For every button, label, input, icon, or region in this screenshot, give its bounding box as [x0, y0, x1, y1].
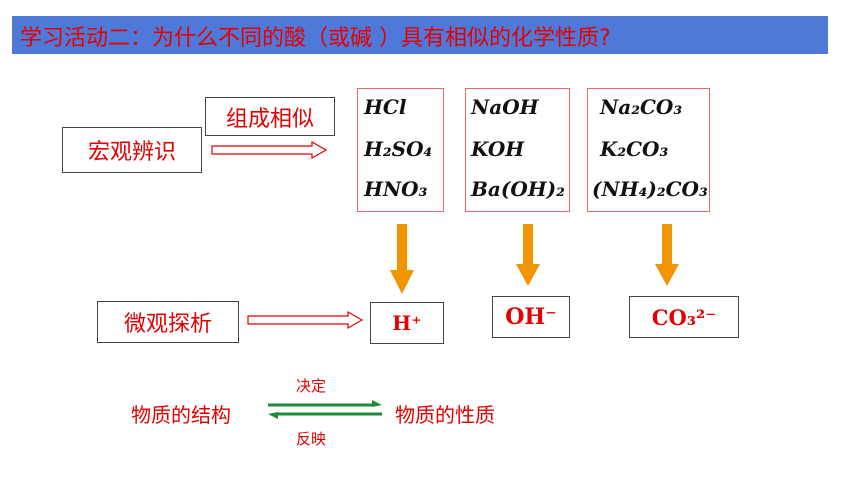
title-bar — [12, 16, 828, 54]
formula-koh: KOH — [471, 137, 525, 161]
formula-nh4co3: (NH₄)₂CO₃ — [592, 177, 708, 201]
ion-h-box: H⁺ — [370, 302, 444, 344]
formula-hno3: HNO₃ — [364, 177, 428, 201]
relation-top-label: 决定 — [296, 377, 327, 395]
acids-box: HCl H₂SO₄ HNO₃ — [357, 88, 444, 212]
ion-oh-box: OH⁻ — [492, 296, 570, 338]
similar-label-box: 组成相似 — [205, 97, 335, 136]
micro-arrow-icon — [247, 310, 364, 330]
slide-title: 学习活动二：为什么不同的酸（或碱 ）具有相似的化学性质? — [20, 26, 611, 51]
ion-co3-box: CO₃²⁻ — [629, 296, 739, 338]
macro-label-box: 宏观辨识 — [62, 127, 202, 173]
relation-left-label: 物质的结构 — [131, 403, 231, 427]
ion-co3: CO₃²⁻ — [651, 304, 717, 330]
carbonates-box: Na₂CO₃ K₂CO₃ (NH₄)₂CO₃ — [587, 88, 710, 212]
micro-label-box: 微观探析 — [97, 301, 239, 343]
ion-oh: OH⁻ — [505, 304, 557, 330]
micro-label: 微观探析 — [123, 312, 212, 337]
double-arrow-icon — [268, 400, 382, 419]
arrow-down-icon-carbonates — [655, 224, 679, 286]
bases-box: NaOH KOH Ba(OH)₂ — [465, 88, 570, 212]
formula-baoh2: Ba(OH)₂ — [471, 177, 565, 201]
formula-h2so4: H₂SO₄ — [364, 137, 433, 161]
formula-naoh: NaOH — [471, 95, 539, 119]
relation-right-label: 物质的性质 — [395, 403, 495, 427]
arrow-down-icon-bases — [516, 224, 540, 286]
similar-label: 组成相似 — [225, 106, 314, 132]
formula-na2co3: Na₂CO₃ — [600, 95, 683, 119]
formula-k2co3: K₂CO₃ — [600, 137, 669, 161]
relation-bottom-label: 反映 — [296, 430, 327, 448]
macro-label: 宏观辨识 — [87, 140, 176, 165]
formula-hcl: HCl — [364, 95, 407, 119]
macro-arrow-icon — [211, 140, 328, 160]
ion-h: H⁺ — [392, 311, 422, 335]
arrow-down-icon-acids — [390, 224, 414, 294]
